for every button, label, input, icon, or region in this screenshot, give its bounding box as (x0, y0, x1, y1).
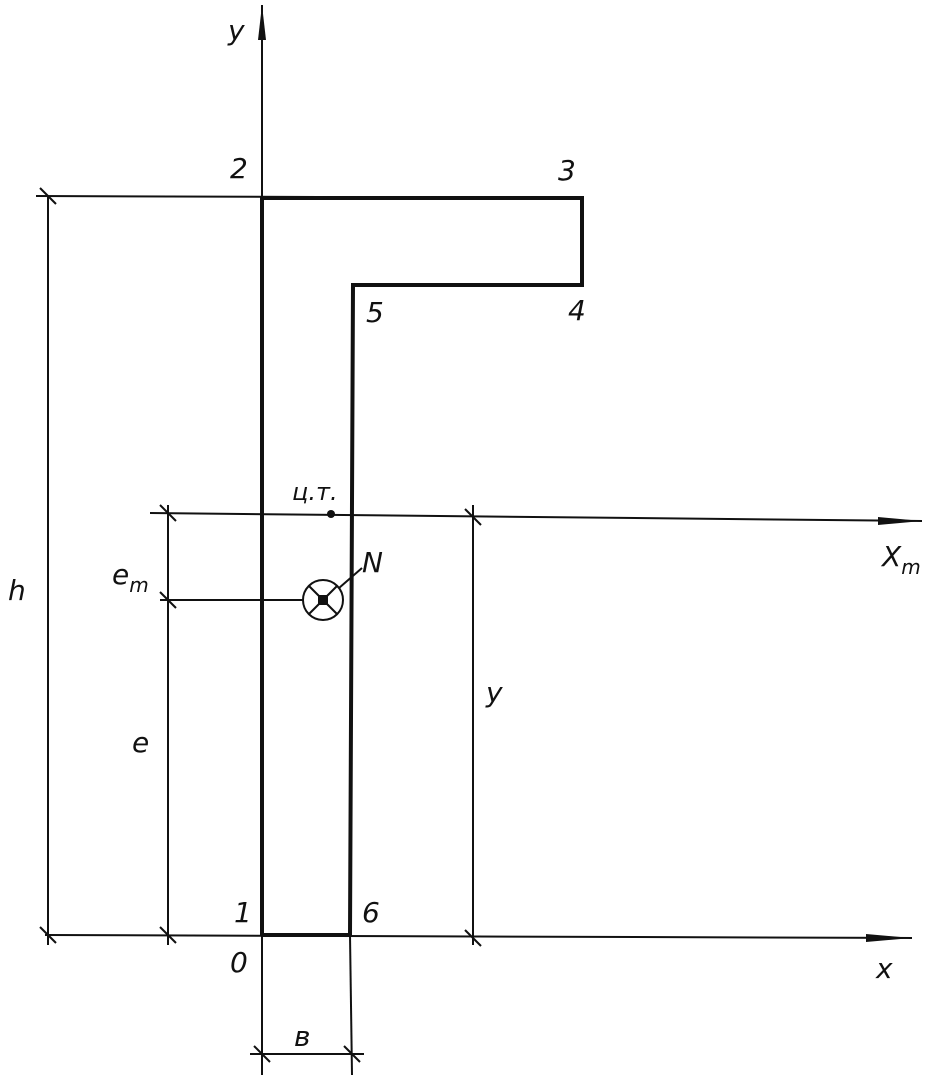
e-label: e (132, 726, 149, 759)
height-label: h (8, 574, 26, 607)
force-label: N (362, 546, 383, 579)
dimension-y (464, 505, 482, 947)
centroid-dot (327, 510, 335, 518)
point-label-1: 1 (234, 896, 252, 929)
x-axis-label: x (875, 952, 893, 985)
point-label-0: 0 (230, 946, 248, 979)
section-outline (260, 196, 584, 937)
y-axis-label: y (227, 14, 245, 47)
xm-axis-label: Xm (880, 540, 921, 579)
dimension-width (250, 934, 364, 1076)
point-label-5: 5 (366, 296, 384, 329)
point-label-2: 2 (230, 152, 248, 185)
em-label: em (112, 558, 149, 597)
y-dim-label: y (485, 676, 503, 709)
centroid-label: ц.т. (292, 478, 338, 506)
dimension-h (35, 187, 583, 945)
xm-axis (149, 512, 923, 525)
point-label-4: 4 (568, 294, 586, 327)
point-label-3: 3 (558, 154, 576, 187)
x-axis (44, 934, 913, 942)
width-label: в (294, 1020, 311, 1053)
point-label-6: 6 (362, 896, 380, 929)
dimension-e (159, 504, 177, 945)
